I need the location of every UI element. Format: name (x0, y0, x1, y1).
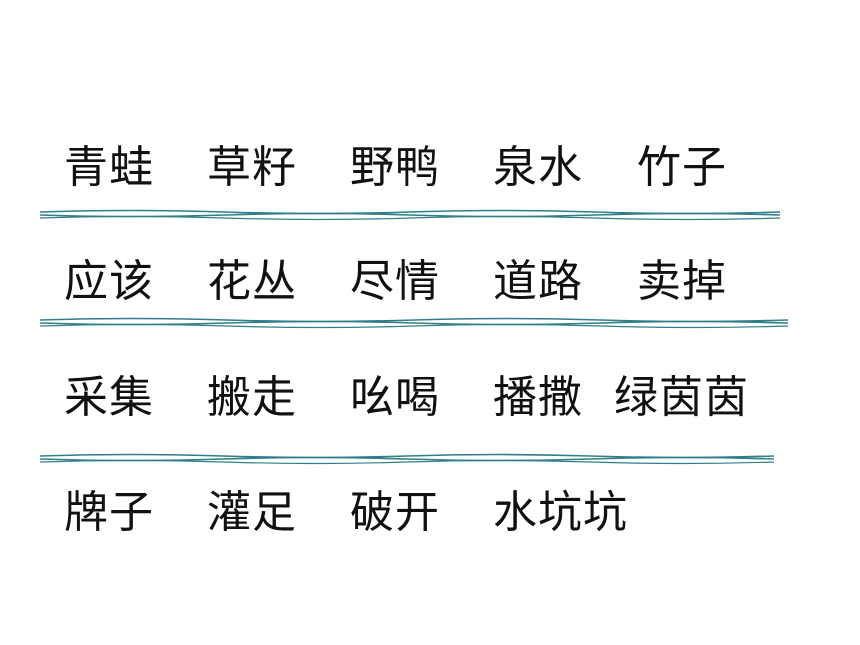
vocab-word: 灌足 (207, 487, 297, 538)
vocab-word: 青蛙 (64, 142, 154, 193)
vocab-word: 泉水 (493, 142, 583, 193)
vocab-word: 采集 (64, 372, 154, 423)
vocab-word: 卖掉 (637, 256, 727, 307)
vocab-word: 破开 (350, 487, 440, 538)
vocab-word: 吆喝 (350, 372, 440, 423)
vocab-word: 竹子 (637, 142, 727, 193)
vocab-word: 水坑坑 (493, 487, 628, 538)
vocab-row-3: 采集 搬走 吆喝 播撒 绿茵茵 (0, 368, 860, 428)
vocab-word: 花丛 (207, 256, 297, 307)
vocab-row-4: 牌子 灌足 破开 水坑坑 (0, 483, 860, 543)
wave-divider-3 (40, 453, 774, 465)
vocab-word: 道路 (493, 256, 583, 307)
vocab-word: 牌子 (64, 487, 154, 538)
vocab-word: 播撒 (493, 372, 583, 423)
vocab-word: 野鸭 (350, 142, 440, 193)
vocab-word: 应该 (64, 256, 154, 307)
vocab-word: 绿茵茵 (614, 372, 749, 423)
vocab-row-1: 青蛙 草籽 野鸭 泉水 竹子 (0, 138, 860, 198)
wave-divider-2 (40, 317, 788, 329)
vocab-word: 搬走 (207, 372, 297, 423)
vocab-word: 草籽 (207, 142, 297, 193)
vocab-word: 尽情 (350, 256, 440, 307)
vocab-row-2: 应该 花丛 尽情 道路 卖掉 (0, 252, 860, 312)
wave-divider-1 (40, 209, 780, 221)
